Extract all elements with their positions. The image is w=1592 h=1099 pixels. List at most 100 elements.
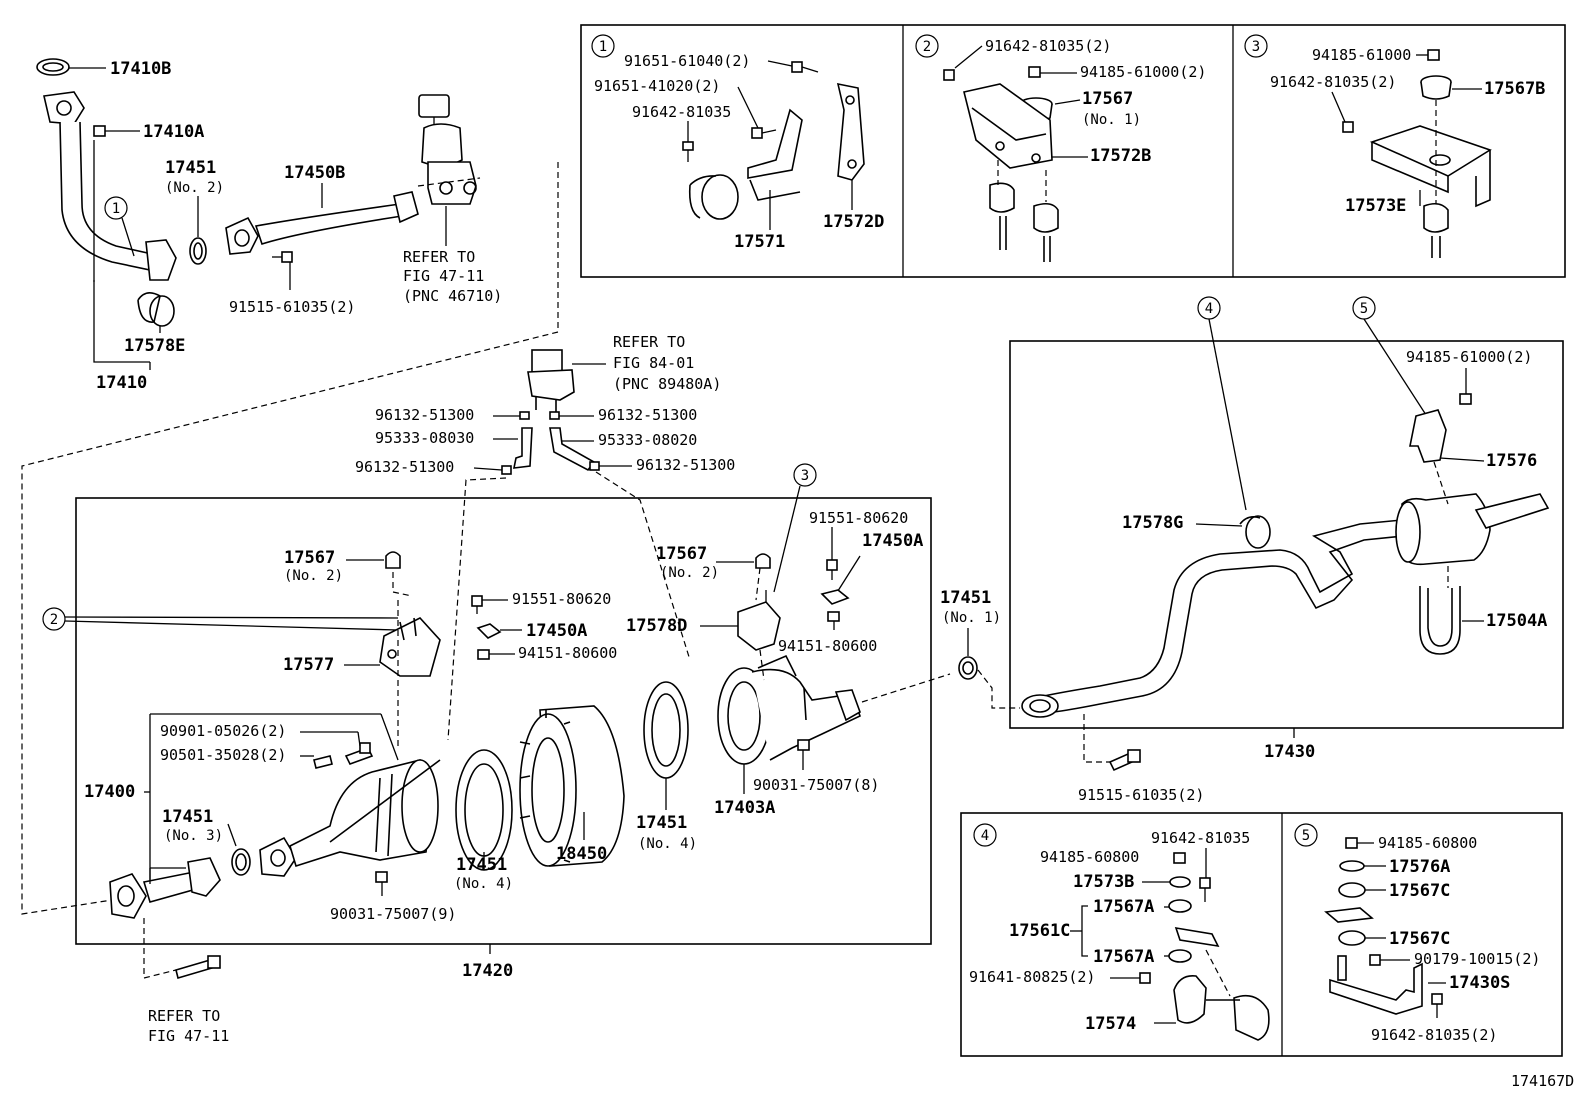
part-sublabel: (No. 4) (638, 836, 697, 852)
nut-icon (1028, 66, 1041, 78)
part-label: 91642-81035 (632, 103, 731, 121)
washer-icon (1339, 860, 1365, 872)
mount-dashed-line (392, 572, 413, 597)
part-label: 17504A (1486, 611, 1547, 631)
callout-circle-box-3 (1244, 34, 1268, 58)
part-label: 94185-61000 (1312, 46, 1411, 64)
part-label: 96132-51300 (355, 458, 454, 476)
dpf-inlet-cone-icon (259, 759, 441, 877)
gasket-ring-icon (189, 237, 207, 265)
part-label: 17572D (823, 212, 884, 232)
hanger-clamp-17578G-icon (1239, 515, 1271, 549)
part-label: 90179-10015(2) (1414, 950, 1540, 968)
hose-dashed-line (447, 477, 507, 741)
part-label: 90031-75007(9) (330, 905, 456, 923)
callout-number: 5 (1302, 828, 1310, 844)
part-label: 17450A (526, 621, 587, 641)
u-hanger-17504A-icon (1419, 586, 1461, 655)
refer-label: (PNC 89480A) (613, 375, 721, 393)
part-label: 17578G (1122, 513, 1183, 533)
bolt-icon (682, 141, 694, 162)
part-label: 17567B (1484, 79, 1545, 99)
part-label: 17578D (626, 616, 687, 636)
part-label: 17567 (1082, 89, 1133, 109)
bracket-17430S-icon (1329, 955, 1423, 1015)
bolt-icon (344, 742, 374, 765)
part-label: 94185-60800 (1378, 834, 1477, 852)
part-label: 91642-81035 (1151, 829, 1250, 847)
dpf-assembly-group: 2 17567 (No. 2) 17577 91551-80620 17450A… (42, 463, 923, 923)
part-label: 17573E (1345, 196, 1406, 216)
bracket-17578D-icon (737, 590, 781, 651)
bolt-icon (1342, 121, 1354, 133)
callout-number: 2 (923, 39, 931, 55)
refer-label: FIG 47-11 (148, 1027, 229, 1045)
part-label: 17567 (656, 544, 707, 564)
part-label: 95333-08030 (375, 429, 474, 447)
washer-icon (1169, 876, 1191, 888)
vacuum-hose-icon (549, 427, 596, 472)
cushion-icon (1338, 882, 1366, 898)
callout-number: 1 (599, 39, 607, 55)
bolt-icon (471, 595, 483, 614)
mount-dashed-line (755, 567, 761, 601)
gasket-ring-icon (958, 656, 978, 680)
clip-icon (519, 411, 530, 420)
hanger-bracket-17576-icon (1409, 409, 1447, 463)
cushion-icon (1168, 949, 1192, 963)
part-label: 90901-05026(2) (160, 722, 286, 740)
nut-icon (1369, 954, 1381, 966)
part-label: 17403A (714, 798, 775, 818)
part-label: 18450 (556, 844, 607, 864)
nut-icon (1459, 393, 1472, 405)
callout-circle-box-2 (915, 34, 939, 58)
nut-icon (1427, 49, 1440, 61)
cushion-icon (1168, 899, 1192, 913)
callout-number: 1 (112, 201, 120, 217)
part-label: 91641-80825(2) (969, 968, 1095, 986)
nut-icon (93, 125, 106, 137)
callout-circle-box-1 (591, 34, 615, 58)
part-label: 91515-61035(2) (229, 298, 355, 316)
callout-number: 3 (801, 468, 809, 484)
part-label: 17567A (1093, 947, 1154, 967)
part-label: 90031-75007(8) (753, 776, 879, 794)
detail-box-outline-bottom (960, 812, 1563, 1057)
part-label: 91551-80620 (512, 590, 611, 608)
bolt-icon (826, 559, 838, 580)
refer-label: REFER TO (613, 333, 685, 351)
clip-icon (589, 461, 600, 471)
clip-icon (501, 465, 512, 475)
part-label: 17451 (940, 588, 991, 608)
part-label: 17410 (96, 373, 147, 393)
part-label: 94151-80600 (778, 637, 877, 655)
part-label: 17410A (143, 122, 204, 142)
bolt-icon (943, 69, 955, 81)
egr-valve-icon (418, 94, 477, 205)
part-label: 91651-61040(2) (624, 52, 750, 70)
detail-box-1: 1 91651-61040(2) 91651-41020(2) 91642-81… (591, 34, 884, 252)
callout-number: 3 (1252, 39, 1260, 55)
front-pipe-group: 17410B 17410A 1 17451 (No. 2) 17578E 174… (36, 58, 502, 393)
part-sublabel: (No. 2) (284, 568, 343, 584)
bottom-left-refer-group: REFER TO FIG 47-11 (143, 918, 229, 1045)
part-label: 17450B (284, 163, 345, 183)
diagram-id: 174167D (1511, 1072, 1574, 1090)
part-label: 17451 (162, 807, 213, 827)
cushion-icon (385, 551, 401, 569)
callout-circle-box-5 (1294, 823, 1318, 847)
bolt-icon (1431, 993, 1443, 1005)
part-label: 91515-61035(2) (1078, 786, 1204, 804)
dpf-outlet-cone-icon (717, 654, 862, 765)
gasket-ring-icon (231, 848, 251, 876)
part-label: 94185-60800 (1040, 848, 1139, 866)
part-label: 94185-61000(2) (1080, 63, 1206, 81)
callout-circle-box-4 (973, 823, 997, 847)
part-label: 17430 (1264, 742, 1315, 762)
detail-box-2: 2 91642-81035(2) 94185-61000(2) 17567 (N… (915, 34, 1206, 262)
part-sublabel: (No. 2) (660, 565, 719, 581)
nut-icon (827, 611, 840, 622)
cushion-icon (1338, 930, 1366, 946)
part-label: 17567A (1093, 897, 1154, 917)
